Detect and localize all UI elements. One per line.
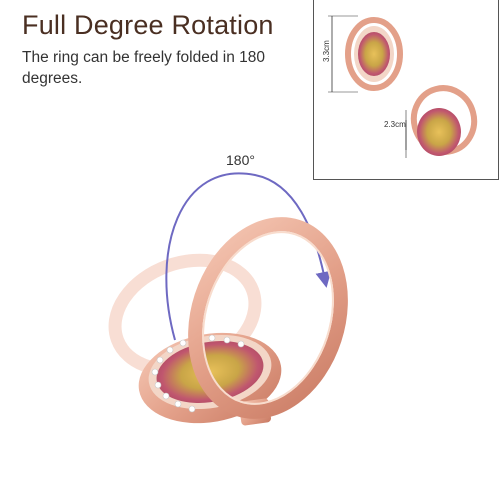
upright-ring bbox=[188, 217, 348, 419]
page-title: Full Degree Rotation bbox=[22, 10, 274, 40]
height-dimension-label: 3.3cm bbox=[322, 40, 331, 62]
dimension-inset: 3.3cm 2.3cm bbox=[313, 0, 499, 180]
feature-description: The ring can be freely folded in 180 deg… bbox=[22, 49, 265, 87]
dimension-drawing bbox=[328, 15, 478, 158]
width-dimension-label: 2.3cm bbox=[384, 120, 406, 129]
rotation-degree-label: 180° bbox=[226, 152, 255, 168]
